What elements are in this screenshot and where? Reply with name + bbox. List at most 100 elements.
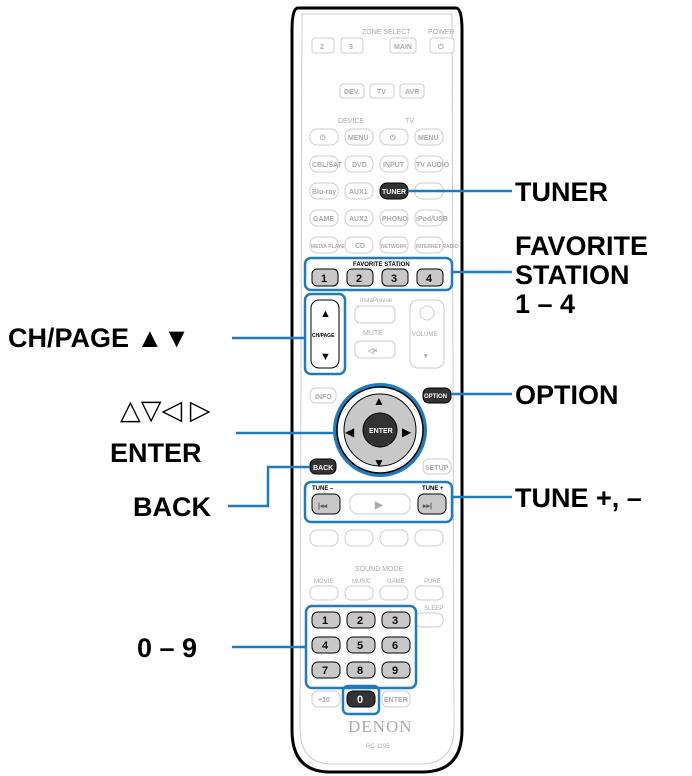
favorite-station-label: FAVORITE STATION xyxy=(353,262,410,268)
dpad-up-icon[interactable]: ▲ xyxy=(373,394,385,408)
phono-button[interactable] xyxy=(379,209,409,227)
game-mode-button[interactable] xyxy=(379,585,409,601)
zone2-button[interactable] xyxy=(311,37,335,54)
pure-button[interactable] xyxy=(414,585,444,601)
stop-button[interactable] xyxy=(379,529,409,547)
movie-button[interactable] xyxy=(309,585,339,601)
digit-6-button[interactable] xyxy=(381,636,411,654)
enter-button-label: ENTER xyxy=(369,428,393,435)
main-label: MAIN xyxy=(394,44,412,51)
fav-4-label: 4 xyxy=(426,273,433,285)
digit-8-button[interactable] xyxy=(346,661,376,679)
cursor-callout: △▽◁ ▷ xyxy=(120,395,211,425)
setup-button[interactable] xyxy=(422,458,452,475)
digit-7-button[interactable] xyxy=(311,661,341,679)
fast-forward-button[interactable] xyxy=(414,529,444,547)
tv-mode-button[interactable] xyxy=(369,83,395,99)
tune-row: TUNE – TUNE + |◂◂ ▶ ▸▸| xyxy=(303,480,454,524)
digit-5-button[interactable] xyxy=(346,636,376,654)
fav-4-button[interactable] xyxy=(416,268,444,287)
dpad-down-icon[interactable]: ▼ xyxy=(373,456,385,470)
bluray-button[interactable] xyxy=(309,182,339,200)
tuner-callout: TUNER xyxy=(515,177,608,207)
digit-2-button[interactable] xyxy=(346,611,376,629)
digit-1-button[interactable] xyxy=(311,611,341,629)
ipod-usb-button[interactable] xyxy=(414,209,444,227)
digit-4-button[interactable] xyxy=(311,636,341,654)
favorite-callout-line3: 1 – 4 xyxy=(515,289,575,319)
pause-button[interactable] xyxy=(344,529,374,547)
tune-plus-button[interactable] xyxy=(417,493,447,515)
plus10-label: +10 xyxy=(318,697,330,704)
menu-label: MENU xyxy=(348,135,369,142)
zone2-label: 2 xyxy=(320,44,324,51)
volume-up-icon xyxy=(419,305,435,321)
zone-select-row: ZONE SELECT POWER 2 3 MAIN ⏻ xyxy=(311,29,455,54)
channel-volume-section: ▲ CH/PAGE ▼ InstaPrevue MUTE ◁× VOLUME ▾ xyxy=(303,292,445,376)
media-player-button[interactable] xyxy=(309,236,339,254)
fav-3-button[interactable] xyxy=(381,268,409,287)
sound-mode-section: SOUND MODE MOVIE MUSIC GAME PURE SLEEP xyxy=(309,566,444,628)
digit-0-label: 0 xyxy=(357,694,363,706)
main-button[interactable] xyxy=(389,37,417,54)
network-button[interactable] xyxy=(379,236,409,254)
cbl-sat-label: CBL/SAT xyxy=(312,162,343,169)
dpad-right-icon[interactable]: ▶ xyxy=(402,425,412,439)
input-button[interactable] xyxy=(379,155,409,173)
info-label: INFO xyxy=(315,394,332,401)
zone3-button[interactable] xyxy=(340,37,364,54)
tv-menu-label: MENU xyxy=(418,135,439,142)
power-button[interactable] xyxy=(429,37,455,54)
digit-3-label: 3 xyxy=(392,615,398,627)
digit-3-button[interactable] xyxy=(381,611,411,629)
fav-2-button[interactable] xyxy=(346,268,374,287)
music-button[interactable] xyxy=(344,585,374,601)
menu-button[interactable] xyxy=(344,128,374,146)
enter-button[interactable] xyxy=(362,412,398,448)
tv-power-button[interactable] xyxy=(379,128,409,146)
aux1-label: AUX1 xyxy=(349,189,368,196)
cd-button[interactable] xyxy=(344,236,374,254)
option-button[interactable] xyxy=(422,387,452,404)
fav-1-button[interactable] xyxy=(311,268,339,287)
favorite-highlight xyxy=(303,256,454,292)
cbl-sat-button[interactable] xyxy=(309,155,339,173)
dev-button[interactable] xyxy=(339,83,365,99)
internet-radio-button[interactable] xyxy=(414,236,444,254)
zero-highlight xyxy=(341,684,381,716)
digit-0-button[interactable] xyxy=(346,690,376,708)
aux1-button[interactable] xyxy=(344,182,374,200)
plus10-button[interactable] xyxy=(311,690,341,708)
enter-small-button[interactable] xyxy=(381,690,411,708)
volume-rocker[interactable] xyxy=(409,299,445,369)
back-callout: BACK xyxy=(133,492,211,522)
play-button[interactable] xyxy=(349,493,411,515)
device-power-button[interactable] xyxy=(309,128,339,146)
chpage-rocker[interactable] xyxy=(310,299,340,369)
tv-audio-label: TV AUDIO xyxy=(416,162,450,169)
rewind-button[interactable] xyxy=(309,529,339,547)
avr-button[interactable] xyxy=(399,83,425,99)
game-button[interactable] xyxy=(309,209,339,227)
aux2-button[interactable] xyxy=(344,209,374,227)
avr-label: AVR xyxy=(405,89,419,96)
mute-icon: ◁× xyxy=(367,348,377,355)
tune-minus-button[interactable] xyxy=(311,493,341,515)
movie-label: MOVIE xyxy=(314,579,333,585)
dpad-left-icon[interactable]: ◀ xyxy=(345,425,355,439)
tv-audio-button[interactable] xyxy=(414,155,444,173)
sleep-button[interactable] xyxy=(414,612,444,628)
model-label: RC-1195 xyxy=(366,744,390,750)
cd-label: CD xyxy=(355,243,365,250)
volume-down-icon: ▾ xyxy=(423,353,428,360)
instaprevue-button[interactable] xyxy=(354,305,396,324)
digit-9-button[interactable] xyxy=(381,661,411,679)
mute-button[interactable] xyxy=(354,340,396,359)
chpage-label: CH/PAGE xyxy=(312,333,335,339)
chpage-callout: CH/PAGE ▲▼ xyxy=(8,323,190,353)
chpage-highlight xyxy=(303,292,347,376)
favorite-callout-line1: FAVORITE xyxy=(515,231,648,261)
tv-menu-button[interactable] xyxy=(414,128,444,146)
info-button[interactable] xyxy=(309,387,337,404)
dvd-button[interactable] xyxy=(344,155,374,173)
